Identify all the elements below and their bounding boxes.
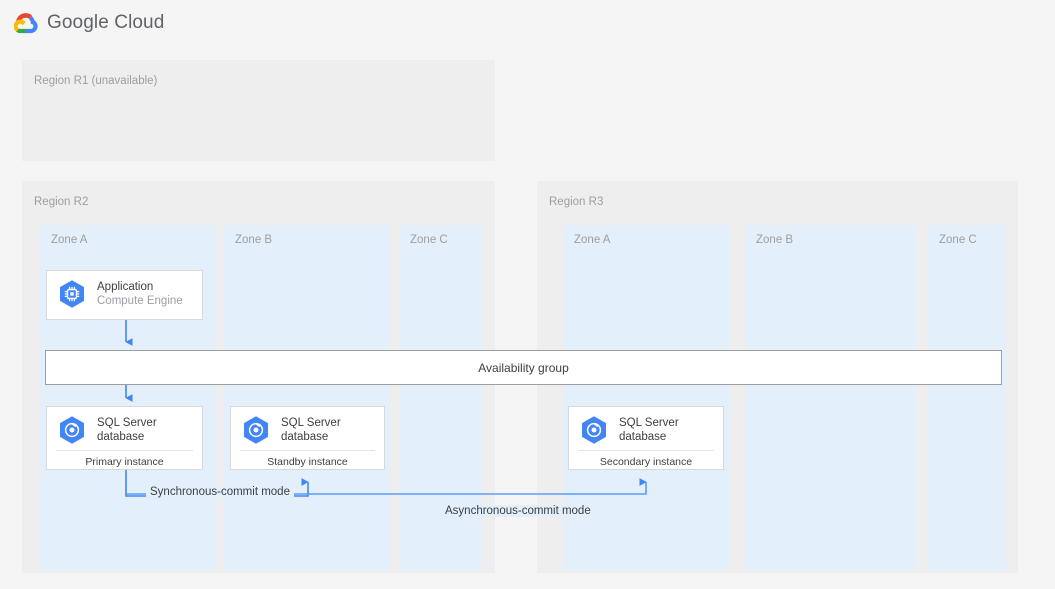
- zone-label-r3-b: Zone B: [756, 234, 794, 246]
- card-standby-title: SQL Server: [281, 416, 341, 429]
- region-label-r1: Region R1 (unavailable): [34, 75, 158, 87]
- zone-label-r2-c: Zone C: [410, 234, 448, 246]
- card-divider: [56, 450, 193, 451]
- card-primary-title: SQL Server: [97, 416, 157, 429]
- zone-label-r2-b: Zone B: [235, 234, 273, 246]
- card-secondary-title2: database: [619, 431, 667, 443]
- card-secondary-footer: Secondary instance: [599, 456, 693, 468]
- zone-label-r3-a: Zone A: [574, 234, 611, 246]
- app-header: Google Cloud: [0, 0, 1055, 44]
- card-standby-title2: database: [281, 431, 329, 443]
- region-label-r3: Region R3: [549, 196, 604, 208]
- zone-panel-r3-a: Zone A: [563, 225, 730, 570]
- card-standby-instance[interactable]: SQL Server database Standby instance: [230, 406, 385, 470]
- region-panel-r1: Region R1 (unavailable): [22, 60, 495, 161]
- availability-group-label: Availability group: [478, 360, 569, 375]
- zone-label-r3-c: Zone C: [939, 234, 977, 246]
- brand-name: Google Cloud: [47, 12, 165, 33]
- synchronous-commit-label: Synchronous-commit mode: [146, 486, 294, 498]
- card-primary-title2: database: [97, 431, 145, 443]
- sql-server-database-icon: [56, 414, 88, 446]
- zone-panel-r2-b: Zone B: [224, 225, 390, 570]
- card-divider: [578, 450, 714, 451]
- availability-group-bar: Availability group: [45, 350, 1002, 385]
- card-secondary-instance[interactable]: SQL Server database Secondary instance: [568, 406, 724, 470]
- card-secondary-title: SQL Server: [619, 416, 679, 429]
- zone-panel-r3-b: Zone B: [745, 225, 915, 570]
- card-application[interactable]: Application Compute Engine: [46, 270, 203, 320]
- asynchronous-commit-label: Asynchronous-commit mode: [441, 505, 595, 517]
- card-primary-instance[interactable]: SQL Server database Primary instance: [46, 406, 203, 470]
- card-application-title: Application: [97, 280, 154, 293]
- region-label-r2: Region R2: [34, 196, 89, 208]
- card-primary-footer: Primary instance: [85, 456, 164, 468]
- zone-panel-r3-c: Zone C: [928, 225, 1006, 570]
- card-standby-footer: Standby instance: [267, 456, 348, 468]
- sql-server-database-icon: [240, 414, 272, 446]
- card-application-subtitle: Compute Engine: [97, 295, 183, 307]
- zone-label-r2-a: Zone A: [51, 234, 88, 246]
- compute-engine-icon: [56, 278, 88, 310]
- google-cloud-logo-icon: [13, 12, 40, 34]
- zone-panel-r2-c: Zone C: [399, 225, 482, 570]
- sql-server-database-icon: [578, 414, 610, 446]
- card-divider: [240, 450, 375, 451]
